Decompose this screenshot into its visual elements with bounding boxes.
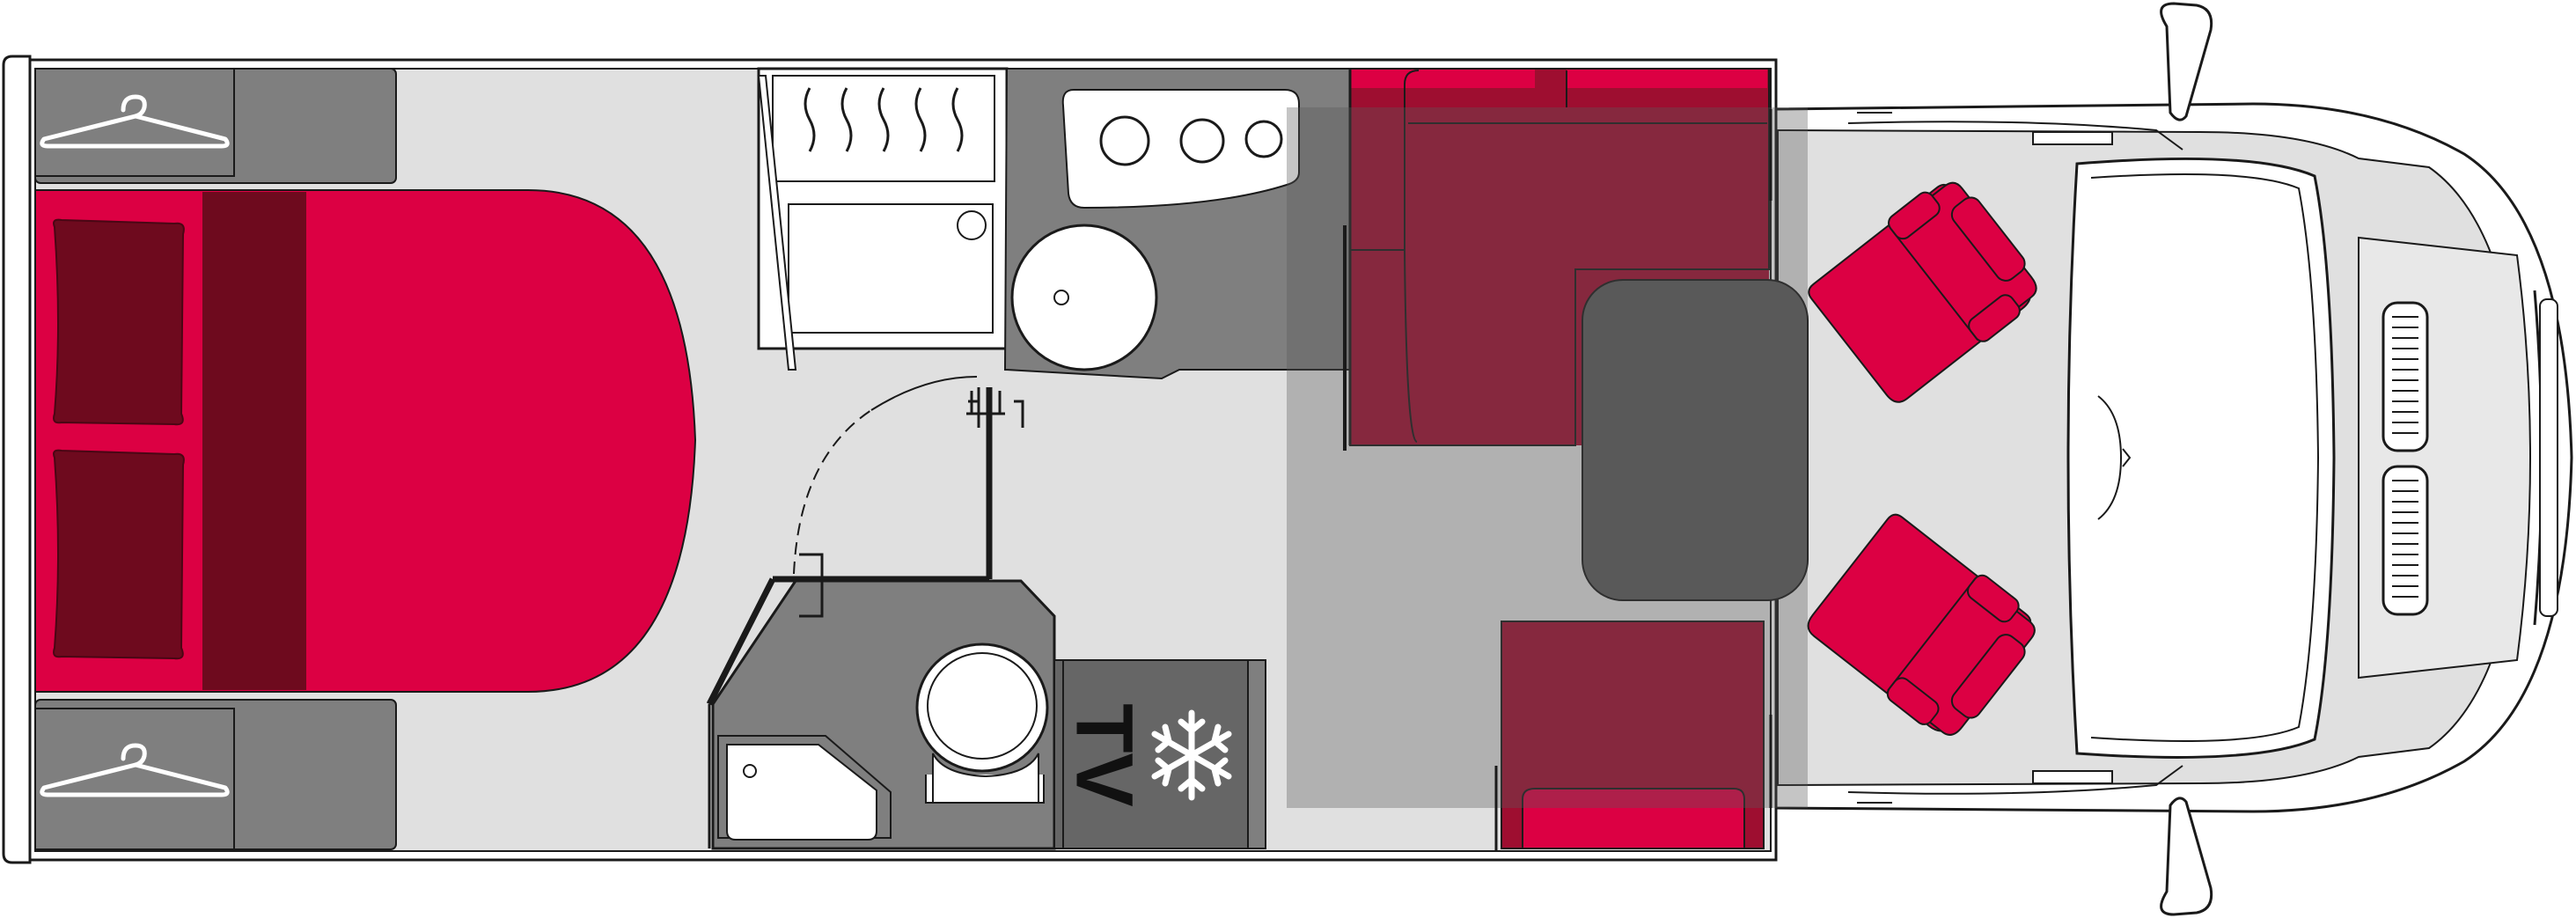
pillow-top	[53, 218, 185, 426]
floor-overlay	[1287, 107, 1808, 808]
air-vent-bottom	[2382, 465, 2429, 616]
toilet	[915, 643, 1049, 804]
washroom	[711, 579, 1056, 850]
burner-3	[1244, 120, 1283, 158]
dinette-bench	[1501, 621, 1765, 849]
washroom-door-frame	[706, 376, 1024, 706]
pillow-bottom	[53, 449, 185, 660]
dashboard	[2066, 157, 2336, 759]
wardrobe-top-left	[34, 68, 397, 184]
burner-2	[1179, 118, 1225, 164]
dinette-l-sofa	[1348, 68, 1770, 446]
kitchen	[1003, 68, 1351, 380]
shower-drain-waves	[804, 87, 964, 152]
hob	[1061, 89, 1300, 209]
wardrobe-bottom-left	[34, 699, 397, 850]
rear-bed	[34, 189, 697, 693]
passenger-seat	[1808, 181, 2037, 403]
hanger-icon	[40, 743, 230, 797]
side-mirror-top	[2160, 2, 2213, 121]
kitchen-sink	[1010, 224, 1158, 371]
snowflake-icon	[1151, 709, 1232, 801]
fridge	[1062, 659, 1266, 849]
hanger-icon	[40, 94, 230, 149]
air-vent-top	[2382, 301, 2429, 452]
tv-label-overlay: TV	[1060, 703, 1149, 807]
washbasin	[726, 744, 877, 841]
driver-seat	[1807, 513, 2036, 736]
windscreen	[2090, 173, 2320, 742]
burner-1	[1099, 115, 1150, 166]
partition-lines	[708, 109, 1772, 850]
cab	[1807, 2, 2558, 916]
shower-cabin	[757, 67, 1009, 371]
shower-drain	[957, 210, 987, 240]
side-mirror-bottom	[2160, 797, 2213, 916]
dinette-table	[1582, 279, 1809, 601]
